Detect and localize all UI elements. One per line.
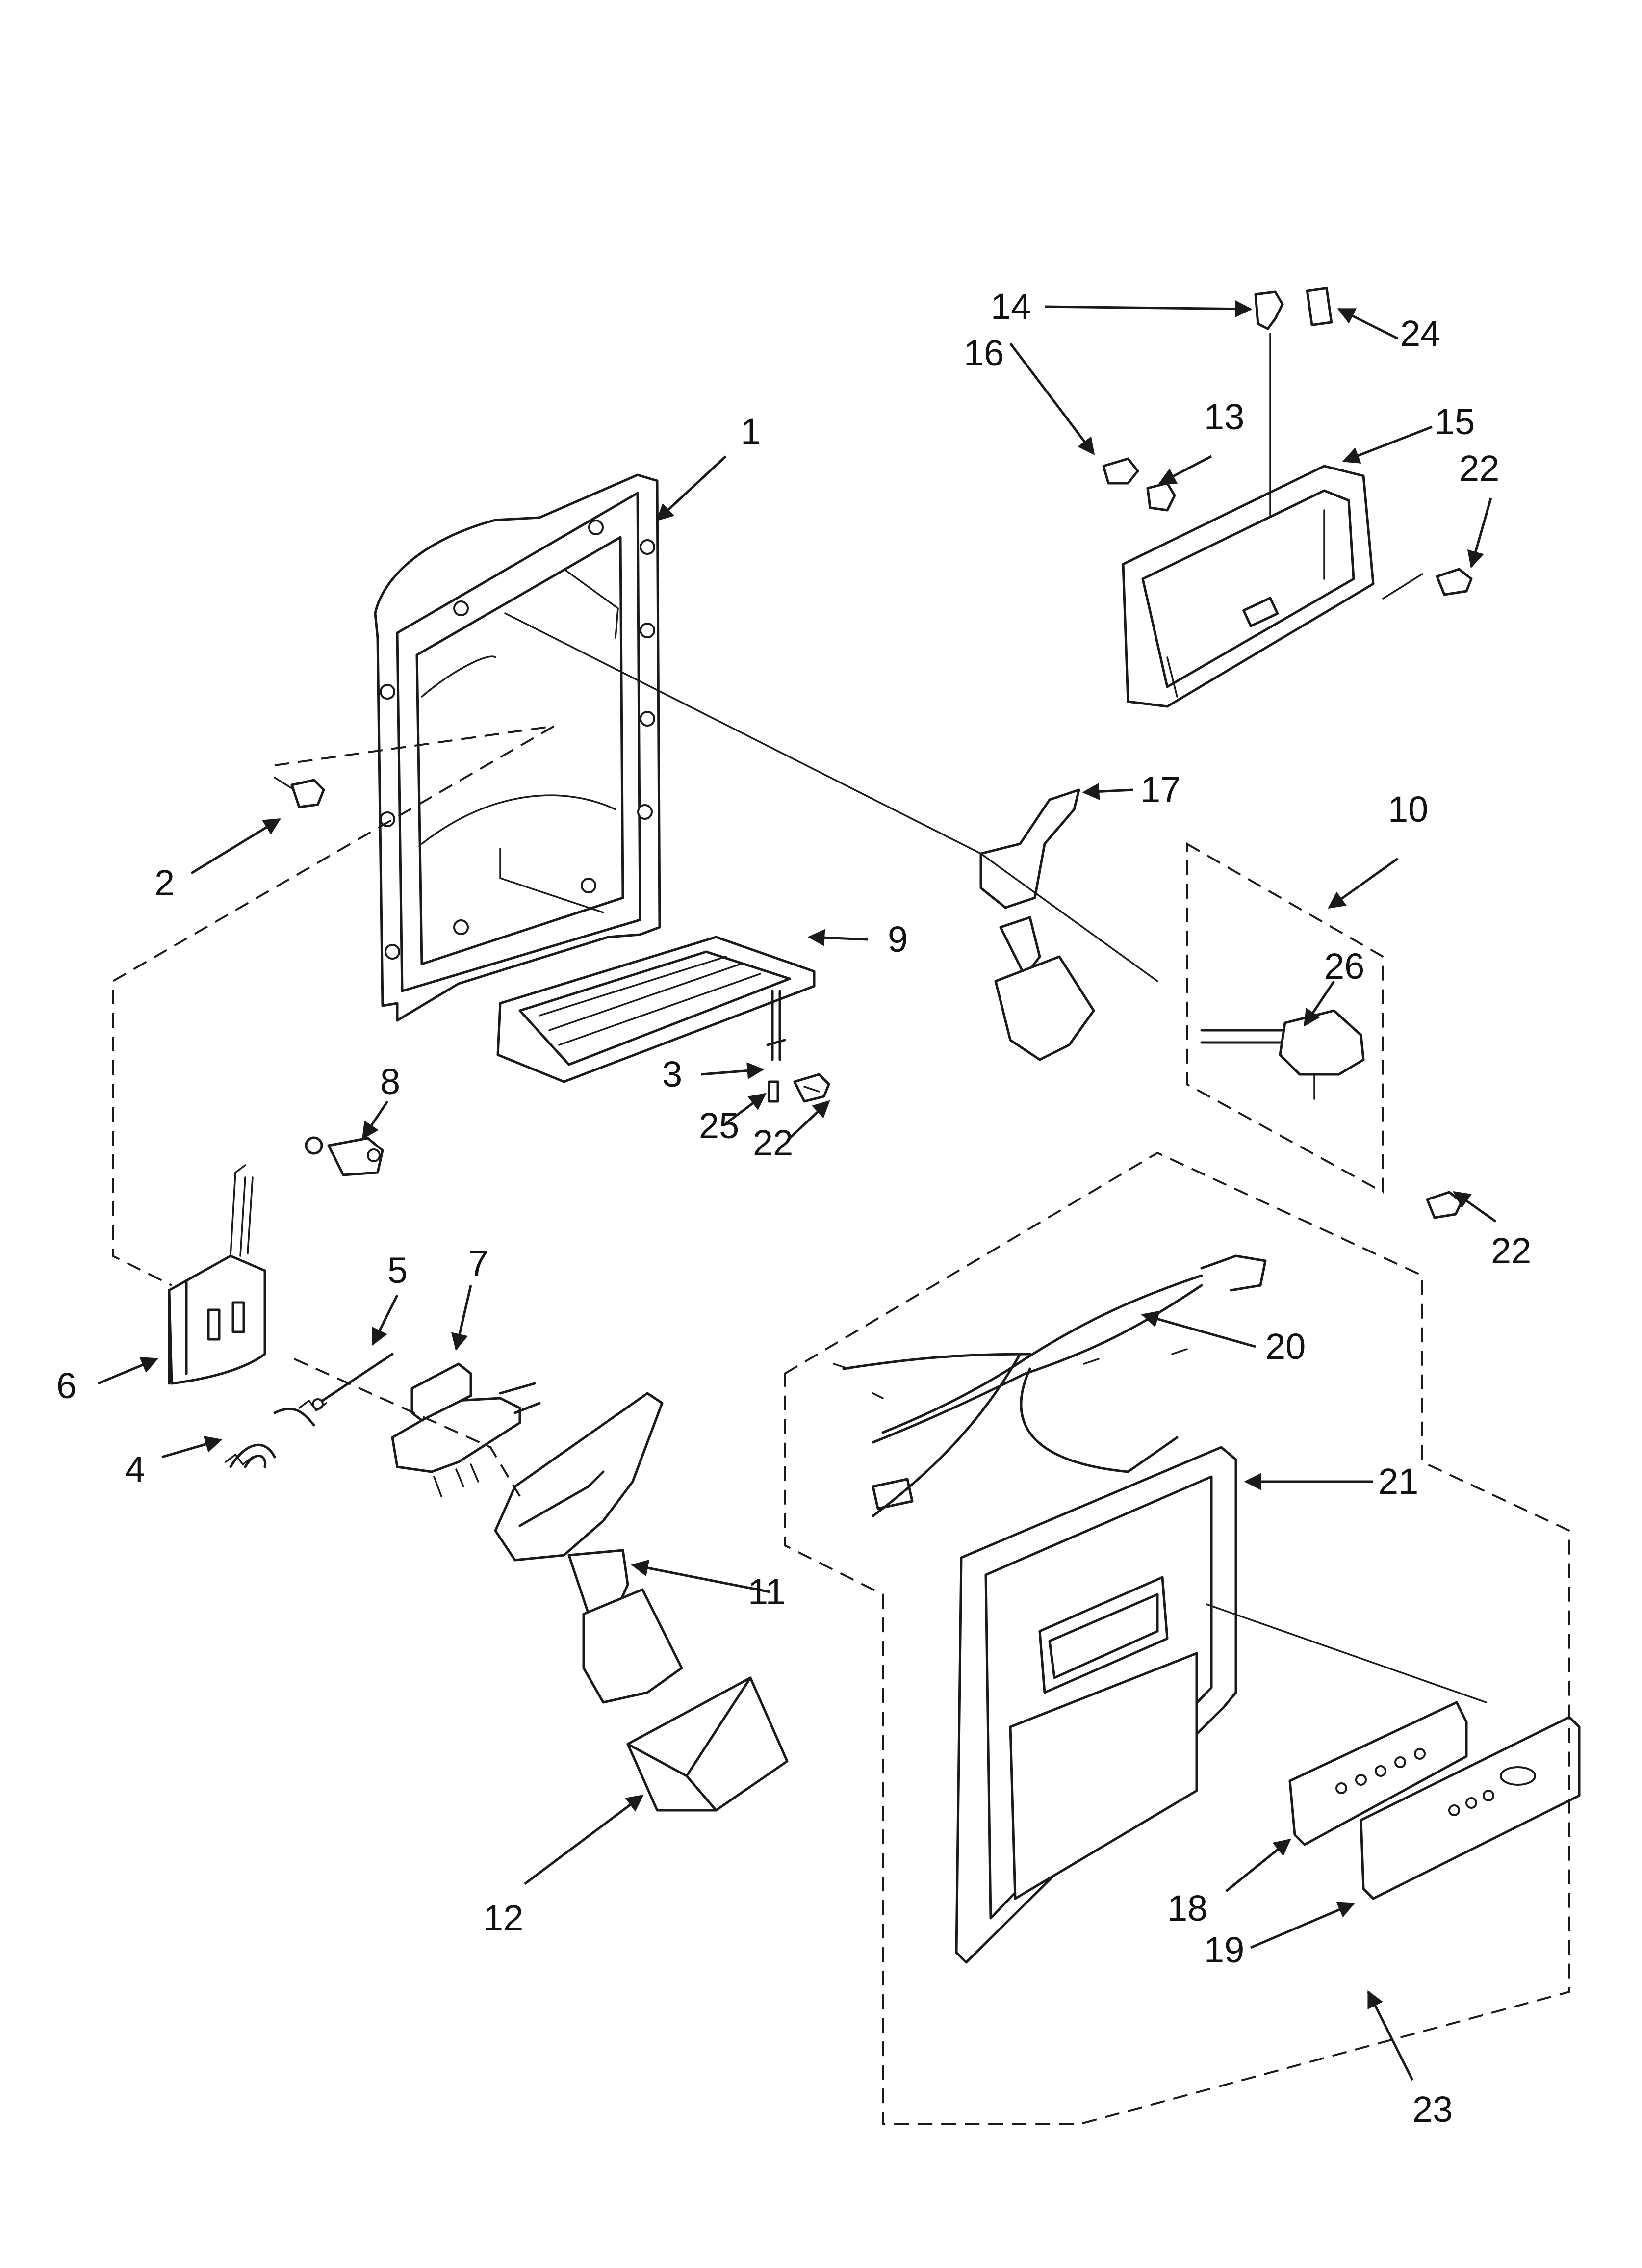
callout-9: 9 <box>888 919 908 960</box>
callout-22-right: 22 <box>1491 1230 1531 1271</box>
part-1-housing <box>374 473 661 1022</box>
part-22-screw-center <box>793 1073 830 1103</box>
callout-19: 19 <box>1204 1929 1244 1970</box>
callout-17: 17 <box>1140 769 1180 810</box>
part-21-front-panel <box>955 1446 1237 1964</box>
part-22-screw-upper <box>1436 568 1473 596</box>
part-5-pin <box>312 1353 394 1410</box>
part-3-spring-clip <box>766 990 786 1061</box>
callout-leaders <box>98 300 1497 2081</box>
callout-8: 8 <box>380 1061 400 1102</box>
assembly-outlines <box>112 725 1570 2125</box>
part-22-screw-right <box>1426 1191 1463 1219</box>
part-20-wire-harness <box>833 1254 1267 1517</box>
callout-16: 16 <box>964 333 1004 373</box>
guide-lines <box>504 333 1487 1703</box>
callout-21: 21 <box>1378 1461 1418 1502</box>
part-8-solenoid <box>305 1136 384 1176</box>
callout-7: 7 <box>468 1243 488 1283</box>
part-18-control-board <box>1288 1701 1468 1846</box>
callout-3: 3 <box>662 1054 682 1095</box>
callout-25: 25 <box>699 1105 739 1146</box>
part-9-drip-tray <box>496 936 816 1083</box>
part-4-springs <box>225 1399 327 1468</box>
part-6-module <box>168 1164 266 1385</box>
part-17-water-lever <box>979 788 1095 1061</box>
callout-4: 4 <box>125 1449 145 1489</box>
callout-labels: 1 2 3 4 5 6 7 8 9 10 11 12 13 14 15 16 1… <box>56 286 1531 2130</box>
part-15-bracket-housing <box>1122 465 1375 708</box>
callout-14: 14 <box>991 286 1031 327</box>
callout-13: 13 <box>1204 396 1244 437</box>
part-12-funnel <box>626 1676 789 1812</box>
callout-1: 1 <box>741 411 761 452</box>
callout-12: 12 <box>483 1898 523 1938</box>
callout-26: 26 <box>1324 946 1364 987</box>
callout-18: 18 <box>1167 1888 1207 1929</box>
callout-22-upper: 22 <box>1459 448 1499 489</box>
part-16-bulb <box>1102 457 1139 485</box>
part-26-water-tube <box>1200 1009 1365 1100</box>
part-2-screw <box>274 777 325 808</box>
callout-11: 11 <box>748 1571 786 1612</box>
part-7-actuator <box>391 1362 541 1497</box>
part-11-ice-lever <box>494 1392 683 1704</box>
callout-24: 24 <box>1400 313 1440 354</box>
callout-20: 20 <box>1265 1326 1306 1367</box>
callout-22-center: 22 <box>753 1122 793 1163</box>
callout-23: 23 <box>1412 2089 1453 2130</box>
callout-10: 10 <box>1388 789 1428 830</box>
part-25-washer <box>768 1080 779 1103</box>
part-14-switch <box>1254 290 1284 330</box>
callout-2: 2 <box>154 862 175 903</box>
part-13-socket <box>1146 482 1176 512</box>
callout-6: 6 <box>56 1365 77 1406</box>
part-24-gasket <box>1306 287 1333 326</box>
callout-5: 5 <box>387 1250 408 1291</box>
callout-15: 15 <box>1435 401 1475 442</box>
